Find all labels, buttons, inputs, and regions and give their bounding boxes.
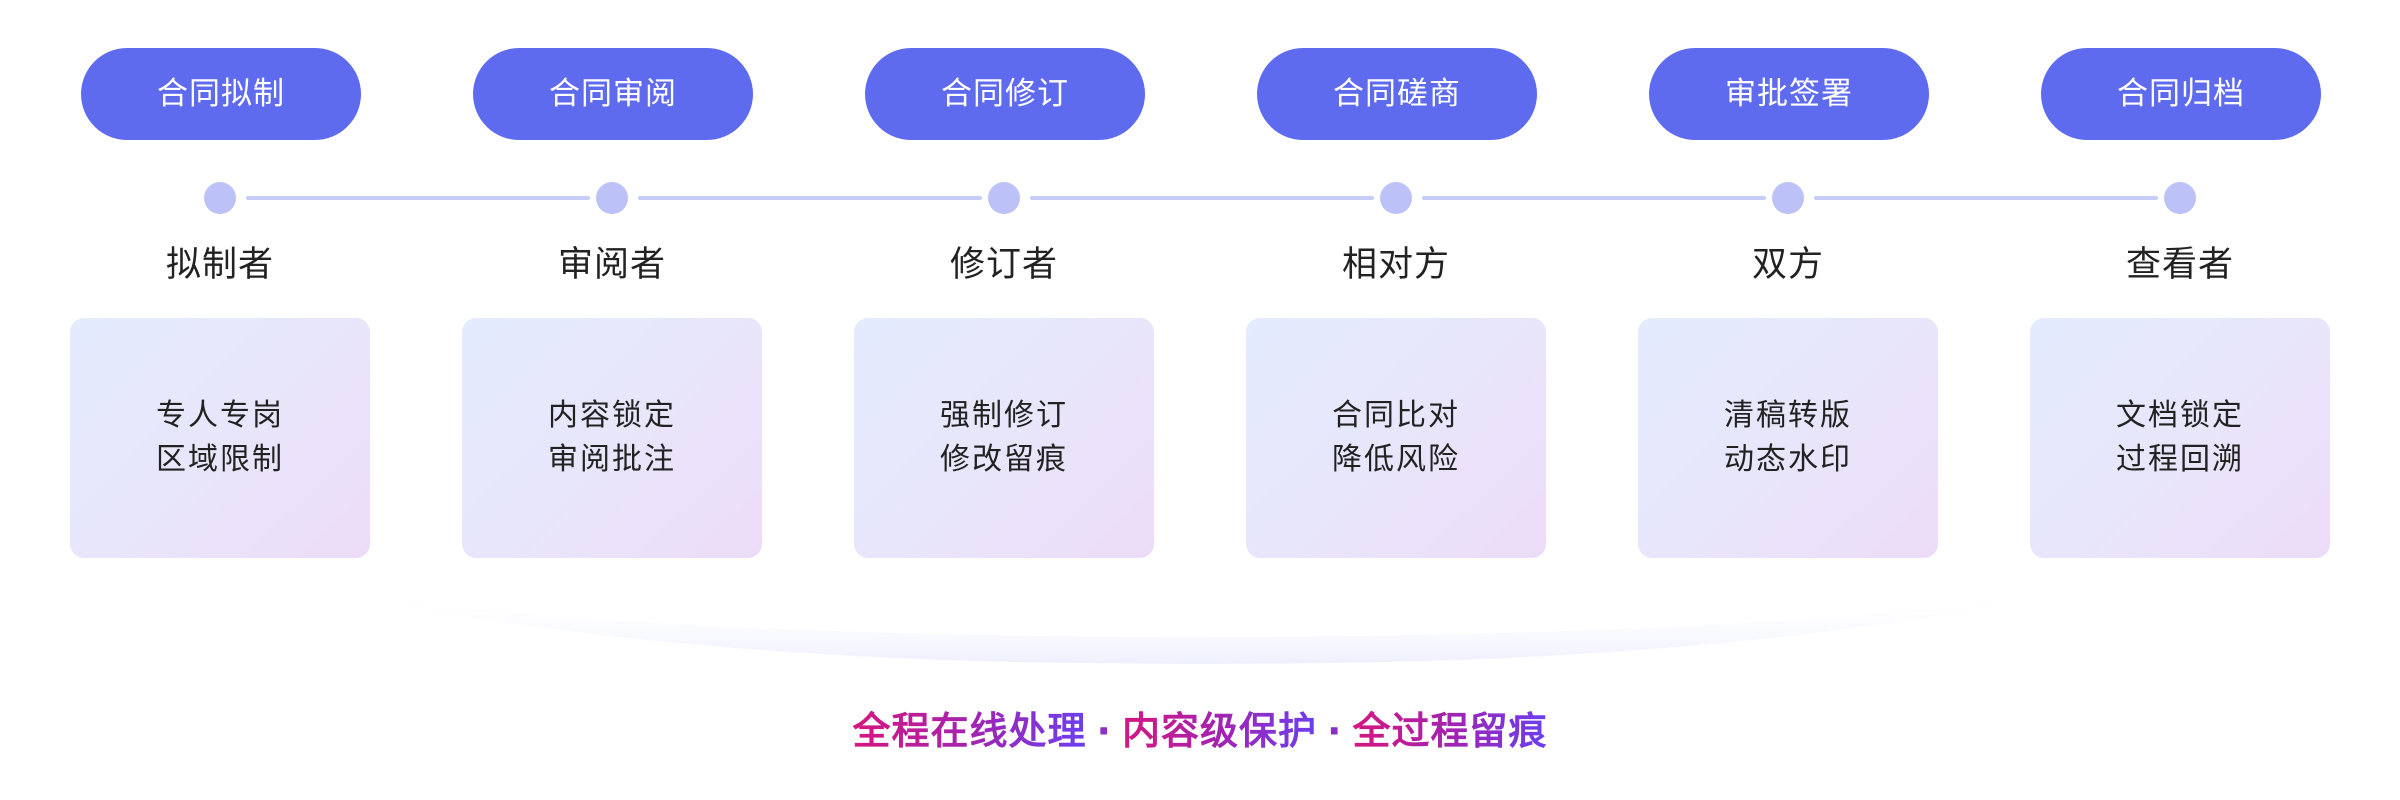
step-pill: 合同审阅 <box>473 48 753 140</box>
timeline-node <box>2164 182 2196 214</box>
stage-negotiation: 合同磋商 相对方 合同比对 降低风险 <box>1246 0 1546 580</box>
role-label: 拟制者 <box>70 236 370 287</box>
role-label: 修订者 <box>854 236 1154 287</box>
summary-tagline: 全程在线处理·内容级保护·全过程留痕 <box>0 700 2400 755</box>
feature-card: 文档锁定 过程回溯 <box>2030 318 2330 558</box>
summary-tray <box>330 592 2070 664</box>
role-label: 相对方 <box>1246 236 1546 287</box>
tagline-separator: · <box>1327 709 1342 753</box>
tagline-separator: · <box>1097 709 1112 753</box>
stage-approval: 审批签署 双方 清稿转版 动态水印 <box>1638 0 1938 580</box>
tagline-part: 全过程留痕 <box>1352 709 1547 753</box>
feature-card: 专人专岗 区域限制 <box>70 318 370 558</box>
feature-text: 审阅批注 <box>548 438 676 482</box>
feature-text: 修改留痕 <box>940 438 1068 482</box>
timeline-node <box>988 182 1020 214</box>
tagline-part: 全程在线处理 <box>853 709 1087 753</box>
feature-text: 降低风险 <box>1332 438 1460 482</box>
feature-text: 清稿转版 <box>1724 394 1852 438</box>
timeline-node <box>1380 182 1412 214</box>
timeline-node <box>204 182 236 214</box>
timeline-node <box>1772 182 1804 214</box>
step-pill: 合同拟制 <box>81 48 361 140</box>
step-pill: 合同归档 <box>2041 48 2321 140</box>
role-label: 双方 <box>1638 236 1938 287</box>
stage-drafting: 合同拟制 拟制者 专人专岗 区域限制 <box>70 0 370 580</box>
feature-text: 动态水印 <box>1724 438 1852 482</box>
feature-text: 专人专岗 <box>156 394 284 438</box>
step-pill: 合同磋商 <box>1257 48 1537 140</box>
stage-archive: 合同归档 查看者 文档锁定 过程回溯 <box>2030 0 2330 580</box>
step-pill: 合同修订 <box>865 48 1145 140</box>
feature-card: 强制修订 修改留痕 <box>854 318 1154 558</box>
feature-card: 内容锁定 审阅批注 <box>462 318 762 558</box>
feature-text: 内容锁定 <box>548 394 676 438</box>
feature-card: 合同比对 降低风险 <box>1246 318 1546 558</box>
tagline-part: 内容级保护 <box>1122 709 1317 753</box>
step-pill: 审批签署 <box>1649 48 1929 140</box>
feature-text: 强制修订 <box>940 394 1068 438</box>
timeline-node <box>596 182 628 214</box>
feature-text: 合同比对 <box>1332 394 1460 438</box>
stage-review: 合同审阅 审阅者 内容锁定 审阅批注 <box>462 0 762 580</box>
feature-text: 过程回溯 <box>2116 438 2244 482</box>
feature-text: 区域限制 <box>156 438 284 482</box>
role-label: 审阅者 <box>462 236 762 287</box>
feature-text: 文档锁定 <box>2116 394 2244 438</box>
role-label: 查看者 <box>2030 236 2330 287</box>
stage-revision: 合同修订 修订者 强制修订 修改留痕 <box>854 0 1154 580</box>
feature-card: 清稿转版 动态水印 <box>1638 318 1938 558</box>
